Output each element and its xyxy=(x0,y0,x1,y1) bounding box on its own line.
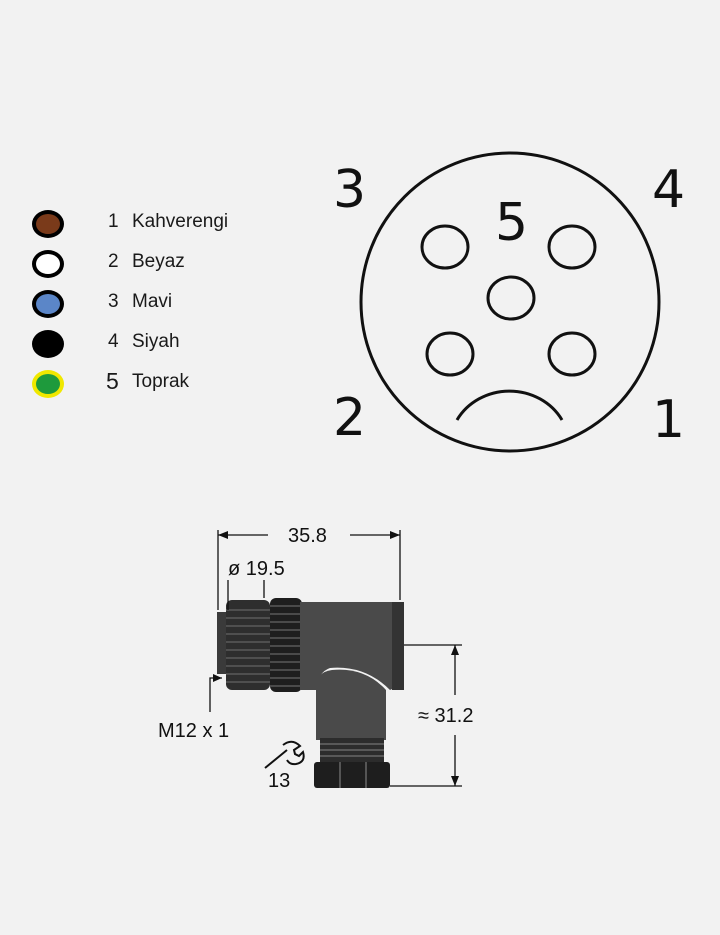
housing-end-cap xyxy=(392,602,404,690)
legend-item-5: 5 Toprak xyxy=(28,365,288,399)
pin-label-4: 4 xyxy=(652,160,685,220)
legend-item-1: 1 Kahverengi xyxy=(28,205,288,239)
legend-number: 3 xyxy=(108,291,119,312)
cable-gland-thread xyxy=(320,738,384,764)
height-dimension: ≈ 31.2 xyxy=(418,705,473,727)
legend-label: Siyah xyxy=(132,331,180,352)
pin-socket-5 xyxy=(486,275,536,321)
wrench-icon xyxy=(264,740,305,769)
thread-dimension: M12 x 1 xyxy=(158,720,229,742)
dimension-arrows xyxy=(213,531,459,786)
connector-front-face xyxy=(217,612,227,674)
legend-item-2: 2 Beyaz xyxy=(28,245,288,279)
pin-socket-3 xyxy=(420,224,470,270)
ground-wire-swatch xyxy=(32,370,64,398)
pin-label-3: 3 xyxy=(333,160,366,220)
grip-ring-ribs xyxy=(270,605,302,687)
pin-label-2: 2 xyxy=(333,388,366,448)
pin-socket-4 xyxy=(547,224,597,270)
diameter-dimension: ø 19.5 xyxy=(228,558,285,580)
brown-wire-swatch xyxy=(32,210,64,238)
legend-label: Mavi xyxy=(132,291,173,312)
legend-number: 1 xyxy=(108,211,119,232)
legend-number: 4 xyxy=(108,331,119,352)
legend-label: Kahverengi xyxy=(132,211,229,232)
angled-housing xyxy=(300,602,400,690)
length-dimension: 35.8 xyxy=(288,525,327,547)
connector-side-view xyxy=(217,598,404,788)
coupling-nut xyxy=(226,600,270,690)
legend-item-4: 4 Siyah xyxy=(28,325,288,359)
white-wire-swatch xyxy=(32,250,64,278)
wrench-size: 13 xyxy=(268,770,290,792)
pin-label-1: 1 xyxy=(652,390,685,450)
coupling-nut-knurl xyxy=(226,609,270,683)
black-wire-swatch xyxy=(32,330,64,358)
legend-label: Toprak xyxy=(132,371,190,392)
legend-label: Beyaz xyxy=(132,251,185,272)
thread-lines xyxy=(320,743,384,757)
legend-number: 2 xyxy=(108,251,119,272)
legend-number: 5 xyxy=(106,368,119,394)
pinout-face: 3 4 5 2 1 xyxy=(333,151,685,453)
blue-wire-swatch xyxy=(32,290,64,318)
pin-label-5: 5 xyxy=(495,193,528,253)
pin-socket-1 xyxy=(547,331,597,377)
connector-face-outline xyxy=(359,151,661,453)
housing-down-section xyxy=(316,669,386,740)
coding-key-arc xyxy=(455,389,564,421)
legend-item-3: 3 Mavi xyxy=(28,285,288,319)
cable-gland-hex-nut xyxy=(314,762,390,788)
pin-socket-2 xyxy=(425,331,475,377)
